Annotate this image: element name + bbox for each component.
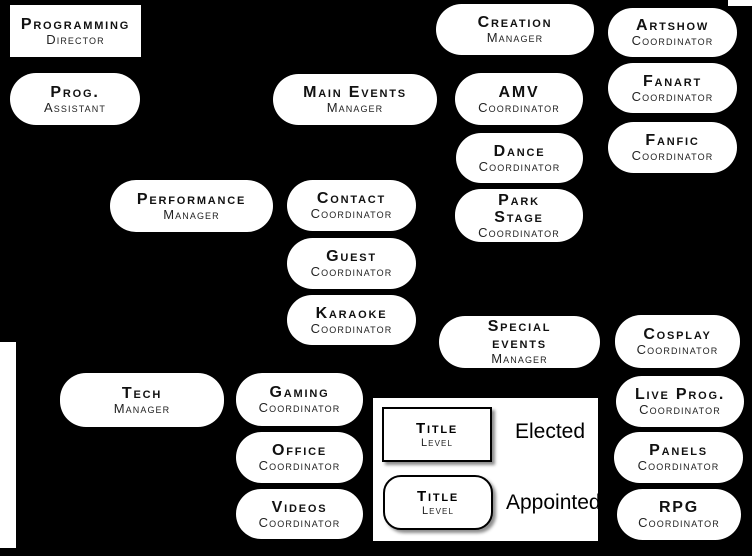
node-title: Dance [493, 142, 546, 160]
legend-appointed-sample-box: Title Level [383, 475, 493, 530]
legend-sample-subtitle: Level [421, 504, 455, 517]
legend-elected-sample-box: Title Level [382, 407, 492, 462]
node-title: Fanart [642, 72, 703, 90]
node-subtitle: Coordinator [310, 320, 393, 336]
node-subtitle: Assistant [44, 99, 106, 115]
node-title: Tech [121, 384, 163, 402]
org-node-park-stage-coordinator: Park Stage Coordinator [455, 189, 583, 242]
node-title: RPG [658, 499, 700, 516]
node-title: Programming [20, 15, 131, 33]
org-node-amv-coordinator: AMV Coordinator [455, 73, 583, 125]
node-subtitle: Coordinator [478, 99, 560, 115]
legend-sample-title: Title [417, 487, 459, 505]
org-node-guest-coordinator: Guest Coordinator [287, 238, 416, 289]
org-node-karaoke-coordinator: Karaoke Coordinator [287, 295, 416, 345]
org-node-dance-coordinator: Dance Coordinator [456, 133, 583, 183]
node-title: Creation [477, 14, 553, 31]
node-title: Prog. [50, 83, 100, 101]
node-title: Videos [271, 498, 328, 516]
node-title: Karaoke [315, 304, 388, 322]
org-node-artshow-coordinator: Artshow Coordinator [608, 8, 737, 57]
node-subtitle: Coordinator [638, 515, 720, 530]
node-title: Park [498, 191, 540, 209]
legend-sample-title: Title [416, 419, 458, 437]
org-node-videos-coordinator: Videos Coordinator [236, 489, 363, 539]
node-subtitle: Manager [491, 351, 548, 366]
node-title: Gaming [269, 384, 330, 401]
org-node-gaming-coordinator: Gaming Coordinator [236, 373, 363, 426]
node-title: Fanfic [645, 132, 700, 149]
legend-appointed-label: Appointed [506, 491, 601, 514]
org-node-rpg-coordinator: RPG Coordinator [617, 489, 741, 540]
node-title: Main Events [303, 84, 407, 101]
org-node-contact-coordinator: Contact Coordinator [287, 180, 416, 231]
node-title: Artshow [635, 17, 710, 34]
node-subtitle: Coordinator [631, 148, 714, 163]
white-notch-artifact [728, 0, 752, 6]
org-node-prog-assistant: Prog. Assistant [10, 73, 140, 125]
node-subtitle: Coordinator [478, 224, 560, 240]
node-subtitle: Manager [163, 206, 220, 222]
node-subtitle: Coordinator [258, 514, 341, 530]
node-subtitle: Coordinator [639, 402, 721, 417]
white-strip-artifact [0, 342, 16, 548]
org-node-fanart-coordinator: Fanart Coordinator [608, 63, 737, 113]
node-subtitle: Coordinator [631, 33, 714, 48]
legend-elected-label: Elected [515, 420, 586, 443]
node-title: Live Prog. [634, 386, 726, 403]
node-subtitle: Coordinator [631, 88, 714, 104]
node-subtitle: Coordinator [637, 458, 720, 473]
node-subtitle: Coordinator [310, 264, 393, 279]
node-title: Guest [326, 248, 377, 265]
org-node-fanfic-coordinator: Fanfic Coordinator [608, 122, 737, 173]
node-title: Panels [649, 442, 708, 459]
node-title: Contact [316, 190, 387, 207]
node-title: Office [271, 442, 328, 459]
node-title: Special [487, 318, 552, 335]
org-node-main-events-manager: Main Events Manager [273, 74, 437, 125]
node-subtitle: Coordinator [258, 400, 341, 415]
legend-sample-subtitle: Level [420, 436, 454, 449]
legend: Title Level Elected Title Level Appointe… [373, 398, 601, 541]
node-title-line2: events [492, 335, 547, 352]
org-node-special-events-manager: Special events Manager [439, 316, 600, 368]
org-node-programming-director: Programming Director [10, 5, 141, 57]
node-subtitle: Coordinator [636, 342, 719, 357]
node-subtitle: Coordinator [478, 158, 561, 174]
node-title: Cosplay [643, 326, 712, 343]
node-subtitle: Manager [113, 400, 171, 416]
node-title-line2: Stage [494, 208, 544, 226]
node-subtitle: Coordinator [258, 458, 341, 473]
node-subtitle: Manager [486, 30, 544, 45]
org-node-tech-manager: Tech Manager [60, 373, 224, 427]
org-node-cosplay-coordinator: Cosplay Coordinator [615, 315, 740, 368]
org-node-creation-manager: Creation Manager [436, 4, 594, 55]
node-subtitle: Coordinator [310, 206, 393, 221]
org-node-live-prog-coordinator: Live Prog. Coordinator [616, 376, 744, 427]
node-title: AMV [498, 83, 540, 101]
org-node-panels-coordinator: Panels Coordinator [614, 432, 743, 483]
node-subtitle: Director [46, 31, 105, 47]
node-title: Performance [136, 190, 247, 208]
org-node-office-coordinator: Office Coordinator [236, 432, 363, 483]
org-node-performance-manager: Performance Manager [110, 180, 273, 232]
node-subtitle: Manager [326, 100, 384, 115]
